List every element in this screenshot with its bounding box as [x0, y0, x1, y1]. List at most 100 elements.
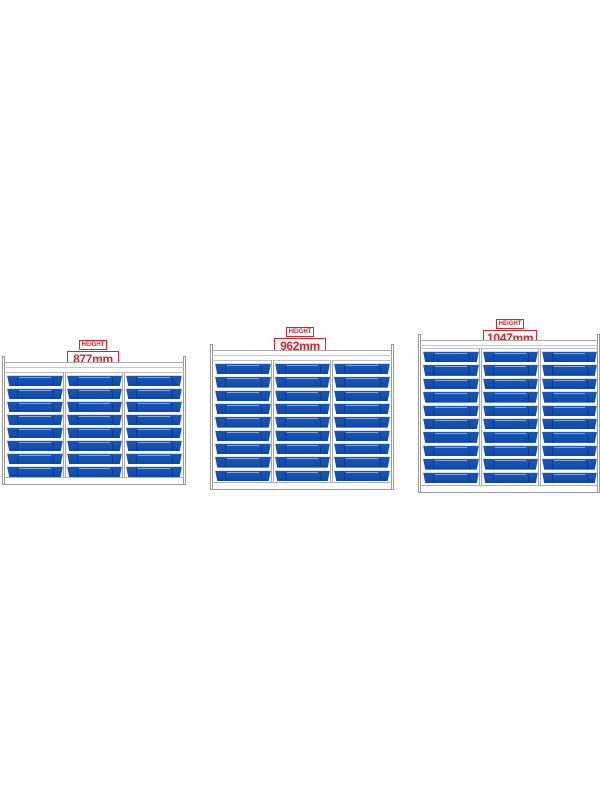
tray — [7, 375, 63, 386]
column-divider — [63, 372, 66, 478]
tray-column-3 — [334, 363, 390, 483]
bottom-rail — [4, 477, 184, 484]
tray — [423, 364, 479, 376]
top-rail-inner — [4, 370, 184, 373]
storage-unit-1047: HEIGHT 1047mm — [418, 312, 600, 493]
tray — [7, 388, 63, 399]
tray — [542, 444, 597, 457]
tray — [67, 401, 122, 412]
top-rail — [4, 362, 184, 368]
left-post — [418, 334, 421, 493]
tray — [483, 391, 538, 403]
tray — [483, 377, 538, 390]
tray — [423, 444, 479, 457]
tray — [334, 376, 390, 388]
tray — [67, 427, 122, 438]
tray — [67, 375, 122, 386]
tray — [126, 401, 182, 412]
tray — [334, 363, 390, 375]
tray — [215, 456, 271, 468]
tray — [483, 364, 538, 376]
tray — [215, 469, 271, 481]
tray — [215, 402, 271, 415]
tray — [67, 388, 122, 399]
height-caption: HEIGHT — [495, 319, 525, 329]
tray — [7, 466, 63, 477]
unit-frame — [2, 356, 186, 485]
tray — [126, 440, 182, 451]
tray — [7, 453, 63, 464]
tray — [67, 466, 122, 477]
tray — [215, 416, 271, 428]
tray — [334, 469, 390, 481]
tray — [483, 418, 538, 430]
tray — [126, 388, 182, 399]
top-rail — [420, 340, 598, 346]
tray — [275, 429, 330, 441]
bottom-rail — [420, 485, 598, 492]
tray — [334, 429, 390, 441]
column-divider — [271, 360, 274, 483]
tray — [542, 471, 597, 484]
tray — [275, 469, 330, 481]
tray-column-3 — [126, 375, 182, 479]
tray — [542, 404, 597, 417]
tray — [542, 351, 597, 363]
tray-column-2 — [275, 363, 330, 483]
tray — [126, 375, 182, 386]
height-caption: HEIGHT — [285, 327, 315, 337]
tray-column-1 — [423, 351, 479, 485]
tray — [483, 431, 538, 443]
tray — [275, 376, 330, 388]
tray — [483, 471, 538, 484]
tray — [542, 458, 597, 470]
tray — [423, 377, 479, 390]
tray — [423, 391, 479, 403]
tray — [542, 431, 597, 443]
unit-frame — [418, 334, 600, 493]
tray — [67, 440, 122, 451]
tray — [275, 456, 330, 468]
top-rail-inner — [212, 358, 392, 361]
storage-unit-962: HEIGHT 962mm — [210, 320, 394, 490]
left-post — [2, 356, 5, 485]
tray — [334, 402, 390, 415]
tray — [334, 416, 390, 428]
tray — [483, 351, 538, 363]
left-post — [210, 344, 213, 490]
tray — [423, 431, 479, 443]
tray — [275, 402, 330, 415]
tray — [215, 363, 271, 375]
tray — [334, 456, 390, 468]
tray — [483, 404, 538, 417]
tray — [215, 389, 271, 401]
tray — [7, 427, 63, 438]
tray — [215, 376, 271, 388]
column-divider — [538, 348, 541, 486]
tray-column-2 — [67, 375, 122, 479]
tray — [215, 429, 271, 441]
tray — [126, 466, 182, 477]
tray-column-3 — [542, 351, 597, 485]
tray — [275, 442, 330, 455]
tray — [275, 363, 330, 375]
top-rail — [212, 350, 392, 356]
tray — [423, 471, 479, 484]
column-divider — [122, 372, 125, 478]
height-caption: HEIGHT — [78, 340, 108, 350]
tray-column-1 — [215, 363, 271, 483]
tray-column-2 — [483, 351, 538, 485]
bottom-rail — [212, 482, 392, 489]
tray — [67, 453, 122, 464]
tray — [215, 442, 271, 455]
tray — [542, 364, 597, 376]
tray — [67, 414, 122, 425]
tray — [423, 458, 479, 470]
tray — [542, 391, 597, 403]
storage-unit-877: HEIGHT 877mm — [2, 333, 186, 485]
tray — [126, 427, 182, 438]
right-post — [183, 356, 186, 485]
tray — [423, 418, 479, 430]
tray — [542, 377, 597, 390]
tray — [7, 414, 63, 425]
